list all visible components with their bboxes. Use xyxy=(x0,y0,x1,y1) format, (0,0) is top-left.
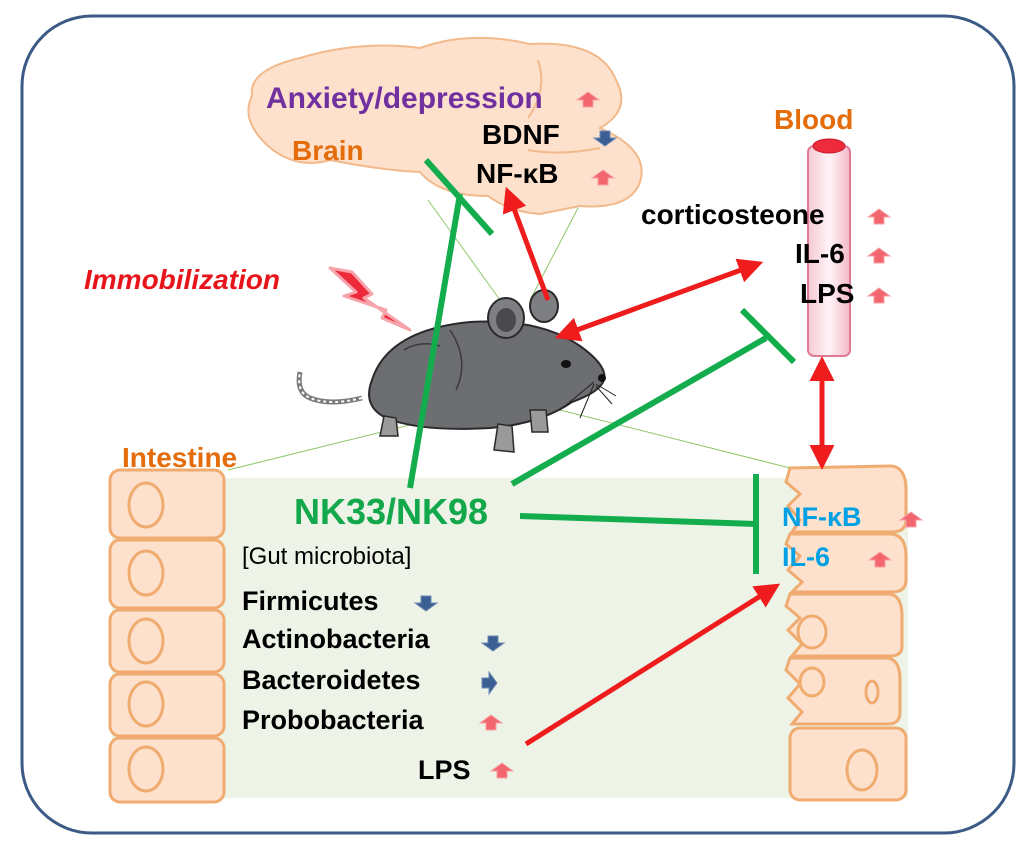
epithelium-il6-label: IL-6 xyxy=(782,542,831,572)
blood-vessel xyxy=(807,138,851,357)
mouse-icon xyxy=(296,289,617,453)
stimulation-arrows xyxy=(502,186,835,747)
probobacteria-label: Probobacteria xyxy=(242,705,424,735)
blood-il6-label: IL-6 xyxy=(795,238,845,269)
blood-label: Blood xyxy=(774,104,854,135)
lightning-bolt-icon xyxy=(328,266,412,332)
epithelium-nfkb-label: NF-κB xyxy=(782,502,862,532)
blood-lps-label: LPS xyxy=(800,278,855,309)
brain-label: Brain xyxy=(292,135,364,166)
actinobacteria-label: Actinobacteria xyxy=(242,624,430,654)
treatment-label: NK33/NK98 xyxy=(294,491,489,532)
gut-lumen xyxy=(112,478,908,798)
brain-nfkb-label: NF-κB xyxy=(476,158,559,189)
right-epithelium xyxy=(784,464,908,802)
intestine-label: Intestine xyxy=(122,442,238,473)
brain-shape xyxy=(247,36,643,216)
corticosterone-label: corticosteone xyxy=(641,199,825,230)
gut-microbiota-header: [Gut microbiota] xyxy=(242,543,412,570)
gut-lps-label: LPS xyxy=(418,755,471,785)
bdnf-label: BDNF xyxy=(482,119,560,150)
bacteroidetes-label: Bacteroidetes xyxy=(242,665,421,695)
anxiety-depression-label: Anxiety/depression xyxy=(266,82,543,115)
immobilization-label: Immobilization xyxy=(84,264,280,295)
left-epithelium xyxy=(108,468,226,804)
firmicutes-label: Firmicutes xyxy=(242,586,379,616)
